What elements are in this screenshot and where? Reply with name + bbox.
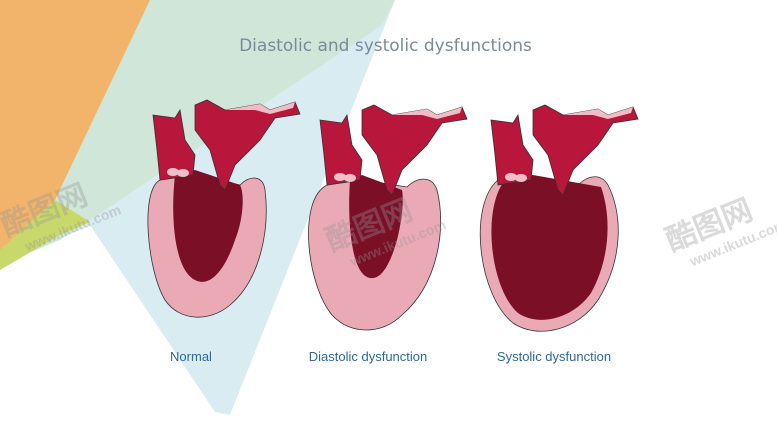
yellow-strip bbox=[0, 200, 90, 270]
heart-diastolic-dysfunction bbox=[308, 104, 468, 331]
label-diastolic-dysfunction: Diastolic dysfunction bbox=[308, 349, 428, 364]
page-title: Diastolic and systolic dysfunctions bbox=[0, 36, 777, 56]
label-systolic-dysfunction: Systolic dysfunction bbox=[496, 349, 612, 364]
heart-systolic-dysfunction bbox=[479, 104, 639, 332]
label-normal: Normal bbox=[170, 349, 212, 364]
orange-triangle bbox=[0, 0, 150, 250]
title-text: Diastolic and systolic dysfunctions bbox=[239, 36, 532, 56]
heart-normal bbox=[147, 99, 301, 318]
